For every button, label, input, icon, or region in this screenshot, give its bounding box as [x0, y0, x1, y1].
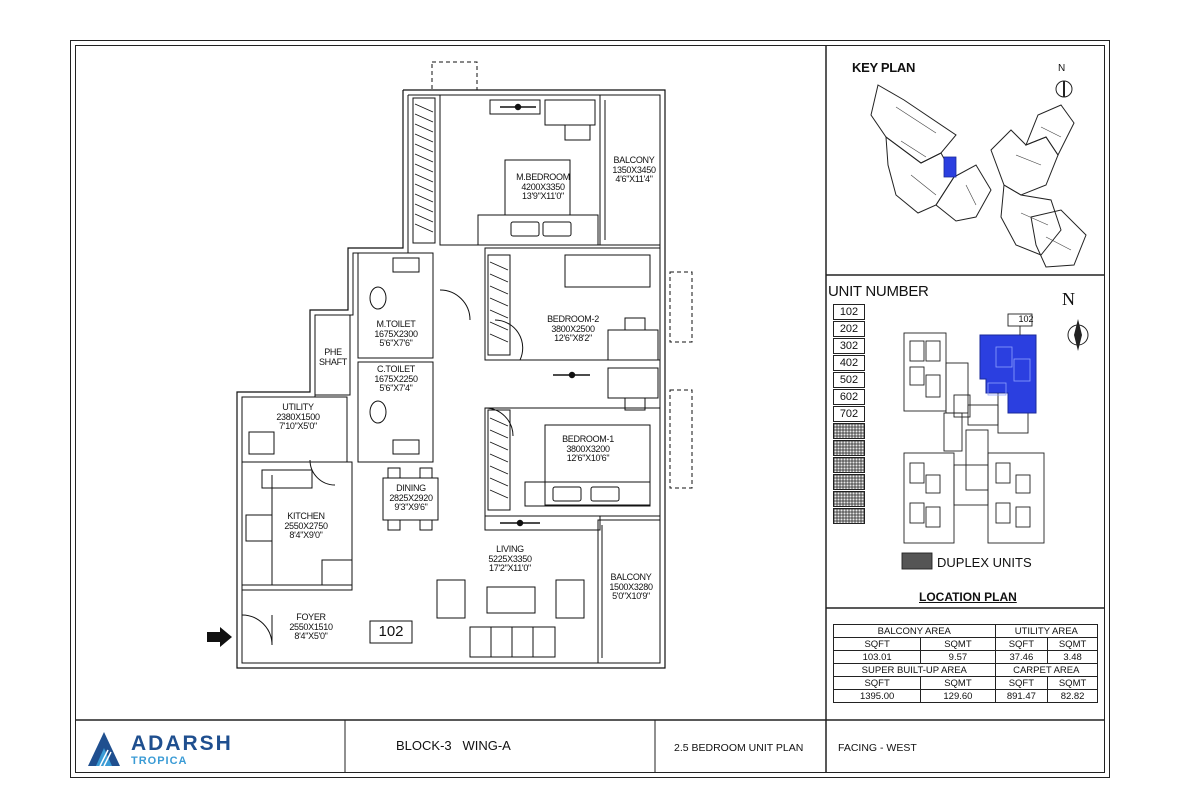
- carpet-area-title: CARPET AREA: [994, 663, 1099, 677]
- super-sqmt-value: 129.60: [920, 689, 996, 703]
- unit-number-duplex: [833, 457, 865, 473]
- utility-sqft-value: 37.46: [994, 650, 1049, 664]
- location-unit-highlight: [979, 334, 1037, 414]
- location-unit-tag: 102: [1018, 314, 1034, 324]
- facing-label: FACING - WEST: [838, 742, 917, 754]
- super-built-up-area-title: SUPER BUILT-UP AREA: [833, 663, 996, 677]
- unit-number-702: 702: [833, 406, 865, 422]
- brand-name: ADARSH: [131, 732, 233, 755]
- brand-subname: TROPICA: [131, 755, 188, 767]
- utility-sqft-label: SQFT: [994, 637, 1049, 651]
- balcony-area-title: BALCONY AREA: [833, 624, 996, 638]
- unit-number-duplex: [833, 440, 865, 456]
- sheet-inner-border: [75, 45, 1105, 773]
- utility-sqmt-value: 3.48: [1047, 650, 1098, 664]
- floor-plan: [207, 61, 693, 669]
- area-table: BALCONY AREA UTILITY AREA SQFT SQMT SQFT…: [832, 624, 1099, 703]
- adarsh-logo-icon: [88, 732, 120, 767]
- unit-number-duplex: [833, 491, 865, 507]
- entry-arrow-icon: [207, 627, 232, 647]
- duplex-units-legend: DUPLEX UNITS: [937, 555, 1032, 570]
- key-plan-north-label: N: [1058, 63, 1066, 74]
- unit-number-duplex: [833, 423, 865, 439]
- carpet-sqmt-value: 82.82: [1047, 689, 1098, 703]
- key-plan-highlight: [943, 156, 957, 178]
- balcony-sqmt-label: SQMT: [920, 637, 996, 651]
- utility-sqmt-label: SQMT: [1047, 637, 1098, 651]
- unit-number-heading: UNIT NUMBER: [828, 283, 929, 300]
- carpet-sqmt-label: SQMT: [1047, 676, 1098, 690]
- location-plan-caption: LOCATION PLAN: [919, 590, 1017, 604]
- room-label-phe-shaft: PHE SHAFT: [318, 347, 347, 367]
- unit-number-list: 102 202 302 402 502 602 702: [833, 304, 865, 525]
- utility-area-title: UTILITY AREA: [994, 624, 1099, 638]
- key-plan: [870, 80, 1087, 268]
- carpet-sqft-value: 891.47: [994, 689, 1049, 703]
- key-plan-title: KEY PLAN: [852, 60, 916, 75]
- balcony-sqmt-value: 9.57: [920, 650, 996, 664]
- location-north-label: N: [1062, 289, 1075, 309]
- super-sqmt-label: SQMT: [920, 676, 996, 690]
- unit-number-202: 202: [833, 321, 865, 337]
- block-wing-label: BLOCK-3 WING-A: [396, 738, 511, 753]
- super-sqft-value: 1395.00: [832, 689, 922, 703]
- unit-number-402: 402: [833, 355, 865, 371]
- unit-number-502: 502: [833, 372, 865, 388]
- unit-number-102: 102: [833, 304, 865, 320]
- balcony-sqft-label: SQFT: [832, 637, 922, 651]
- unit-plan-label: 2.5 BEDROOM UNIT PLAN: [674, 742, 804, 754]
- super-sqft-label: SQFT: [832, 676, 922, 690]
- unit-tag: 102: [378, 623, 404, 640]
- unit-number-duplex: [833, 474, 865, 490]
- carpet-sqft-label: SQFT: [994, 676, 1049, 690]
- balcony-sqft-value: 103.01: [832, 650, 922, 664]
- location-plan: [901, 313, 1089, 570]
- unit-number-602: 602: [833, 389, 865, 405]
- unit-number-302: 302: [833, 338, 865, 354]
- unit-number-duplex: [833, 508, 865, 524]
- sheet-border: [70, 40, 1110, 778]
